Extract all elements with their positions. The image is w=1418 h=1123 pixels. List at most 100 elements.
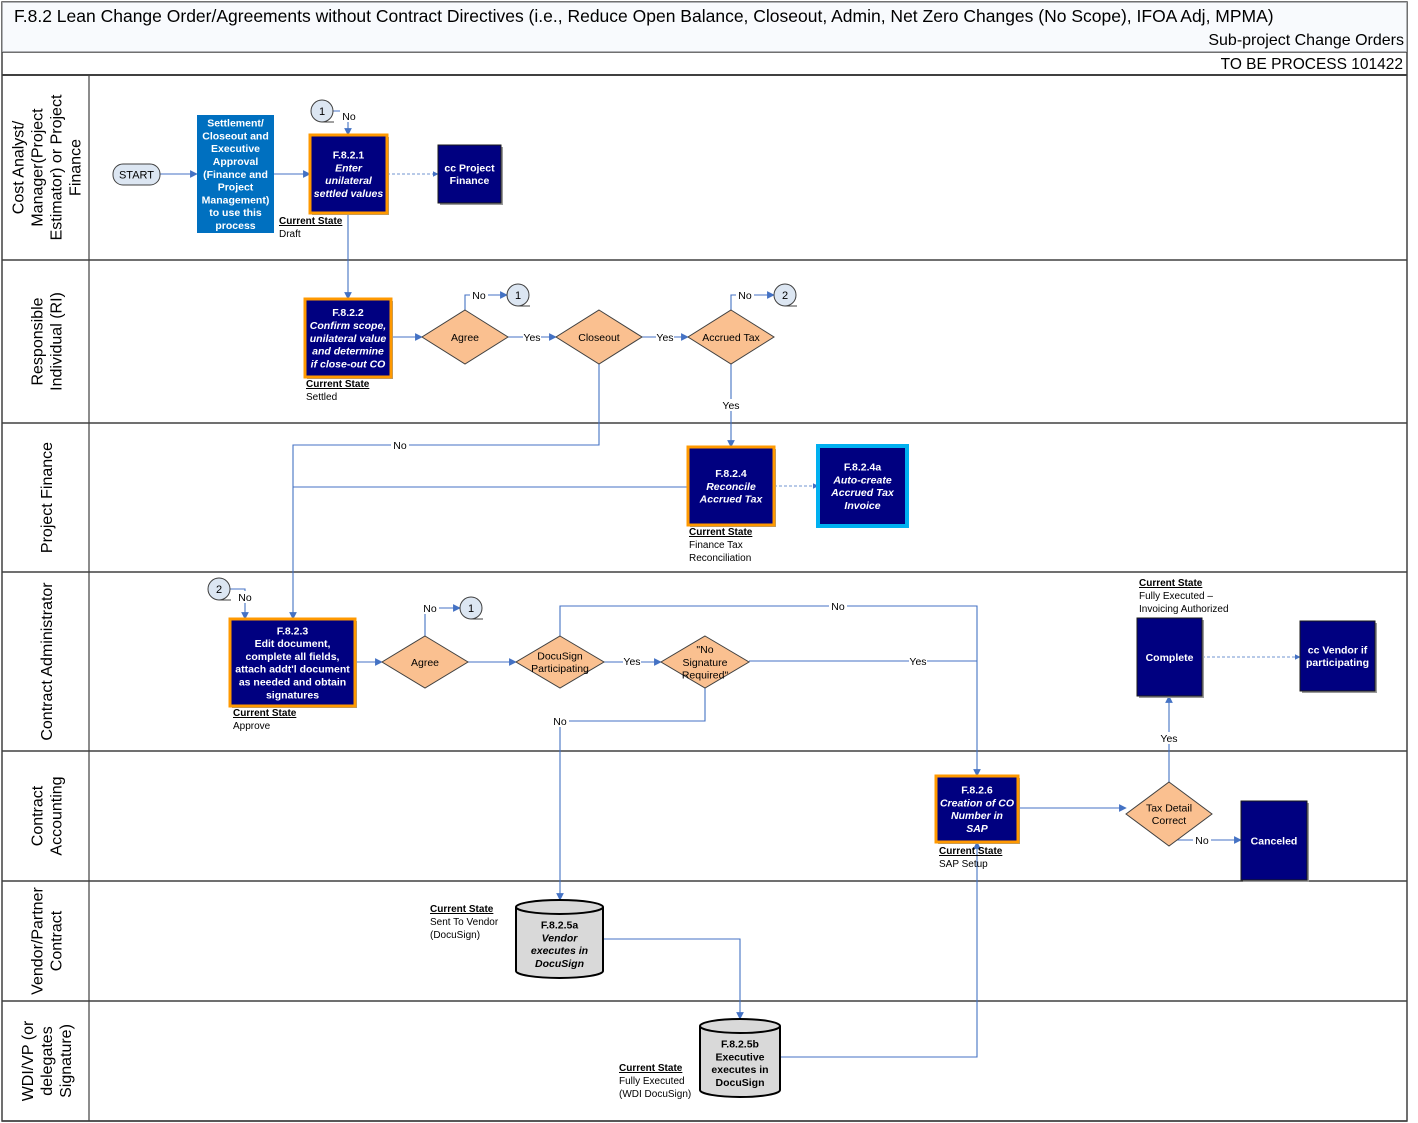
lane-label-line: Vendor/Partner xyxy=(30,887,47,995)
node-label-line: Canceled xyxy=(1251,835,1298,847)
node-label-line: Reconcile xyxy=(706,481,756,493)
node-label-line: F.8.2.3 xyxy=(277,625,309,637)
node-label-line: and determine xyxy=(312,346,384,358)
node-label-line: attach addt'l document xyxy=(235,664,350,676)
connector-label: 1 xyxy=(515,290,521,302)
node-label-line: F.8.2.5a xyxy=(541,920,579,932)
lane-label-line: Contract Administrator xyxy=(39,582,56,741)
current-state-value: Draft xyxy=(279,229,301,240)
current-state-value: Reconciliation xyxy=(689,553,751,564)
node-label-line: Accrued Tax xyxy=(702,332,760,344)
node-label-line: DocuSign xyxy=(537,650,583,662)
pill xyxy=(112,163,161,186)
node-label-line: cc Project xyxy=(444,162,495,174)
edge-label-bg xyxy=(623,655,641,667)
edge-conn2-to-f823 xyxy=(230,588,249,620)
box xyxy=(437,144,502,204)
edge-label-bg xyxy=(656,331,674,343)
edge-label-bg xyxy=(1193,834,1211,846)
node-label-line: Accrued Tax xyxy=(830,487,895,499)
node-label-line: complete all fields, xyxy=(246,651,340,663)
node-label-line: Number in xyxy=(951,810,1003,822)
node-label-line: signatures xyxy=(266,689,319,701)
node-label-line: Vendor xyxy=(542,932,579,944)
node-label-line: SAP xyxy=(966,823,989,835)
lane-label-line: Contract xyxy=(30,785,47,846)
conn-2-ca: 2 xyxy=(207,577,231,601)
lane-label-line: Contract xyxy=(49,910,66,971)
node-label-line: F.8.2.1 xyxy=(333,150,365,162)
edge-label-bg xyxy=(340,110,358,122)
node-complete: Complete xyxy=(1136,617,1204,698)
box xyxy=(816,444,909,528)
lane-label-line: Individual (RI) xyxy=(49,292,66,391)
edge-label-bg xyxy=(1160,732,1178,744)
edge-label-bg xyxy=(736,289,754,301)
node-label: Closeout xyxy=(578,332,620,344)
node-label-line: Agree xyxy=(411,657,439,669)
node-label-line: "No xyxy=(696,644,713,656)
edge-f825a-to-f825b xyxy=(603,938,744,1020)
edge-label-no: No xyxy=(831,601,845,613)
edge-label-bg xyxy=(391,439,409,451)
node-label-line: Closeout xyxy=(578,332,620,344)
connector-label: 2 xyxy=(782,290,788,302)
edge-label-no: No xyxy=(1195,835,1209,847)
lane-project-finance: Project Finance xyxy=(2,423,1407,573)
node-label-line: DocuSign xyxy=(716,1077,765,1089)
current-state-heading: Current State xyxy=(1139,578,1203,589)
cylinder-top xyxy=(699,1018,781,1034)
node-label-line: Creation of CO xyxy=(940,797,1014,809)
diamond xyxy=(687,309,775,365)
lane-contract-administrator: Contract Administrator xyxy=(2,572,1407,752)
diagram-title: F.8.2 Lean Change Order/Agreements witho… xyxy=(14,6,1274,26)
cylinder-body xyxy=(699,1026,781,1098)
diamond xyxy=(421,309,509,365)
node-label-line: Settlement/ xyxy=(207,118,264,130)
lane-label-line: Manager(Project xyxy=(30,108,47,227)
box xyxy=(197,115,274,233)
node-label-line: cc Vendor if xyxy=(1308,644,1368,656)
node-label-line: Finance xyxy=(450,175,490,187)
current-state-value: Invoicing Authorized xyxy=(1139,604,1229,615)
current-state-heading: Current State xyxy=(619,1063,683,1074)
current-state-heading: Current State xyxy=(430,904,494,915)
node-label-line: F.8.2.4a xyxy=(844,462,882,474)
conn-1-agree1: 1 xyxy=(506,283,530,307)
node-label-line: Required" xyxy=(682,670,729,682)
edge-label-no: No xyxy=(553,716,567,728)
node-label-line: DocuSign xyxy=(535,958,584,970)
current-state-value: Settled xyxy=(306,392,337,403)
edge-f825b-to-f826 xyxy=(780,841,981,1058)
node-label-line: Executive xyxy=(211,143,260,155)
node-label-line: START xyxy=(119,169,154,181)
box xyxy=(934,774,1020,844)
edge-label-no: No xyxy=(238,592,252,604)
node-label-line: Accrued Tax xyxy=(699,494,764,506)
lane-label-line: Finance xyxy=(68,139,85,196)
node-start: START xyxy=(112,163,161,186)
node-label-line: Participating xyxy=(531,663,589,675)
lane-label-line: Accounting xyxy=(49,776,66,855)
edge-label-yes: Yes xyxy=(909,656,926,668)
diamond xyxy=(660,635,750,689)
cylinder-top xyxy=(515,899,604,915)
current-state-value: Fully Executed xyxy=(619,1076,685,1087)
node-label-line: Complete xyxy=(1146,652,1194,664)
lane-label: Contract Administrator xyxy=(39,582,56,741)
current-state-value: Fully Executed – xyxy=(1139,591,1213,602)
edge-label-yes: Yes xyxy=(523,332,540,344)
edge-label-no: No xyxy=(738,290,752,302)
lane-label: Project Finance xyxy=(39,442,56,553)
node-agree1: Agree xyxy=(421,309,509,365)
current-state-heading: Current State xyxy=(939,846,1003,857)
node-label-line: F.8.2.5b xyxy=(721,1039,759,1051)
edge-agree-no xyxy=(464,291,508,310)
